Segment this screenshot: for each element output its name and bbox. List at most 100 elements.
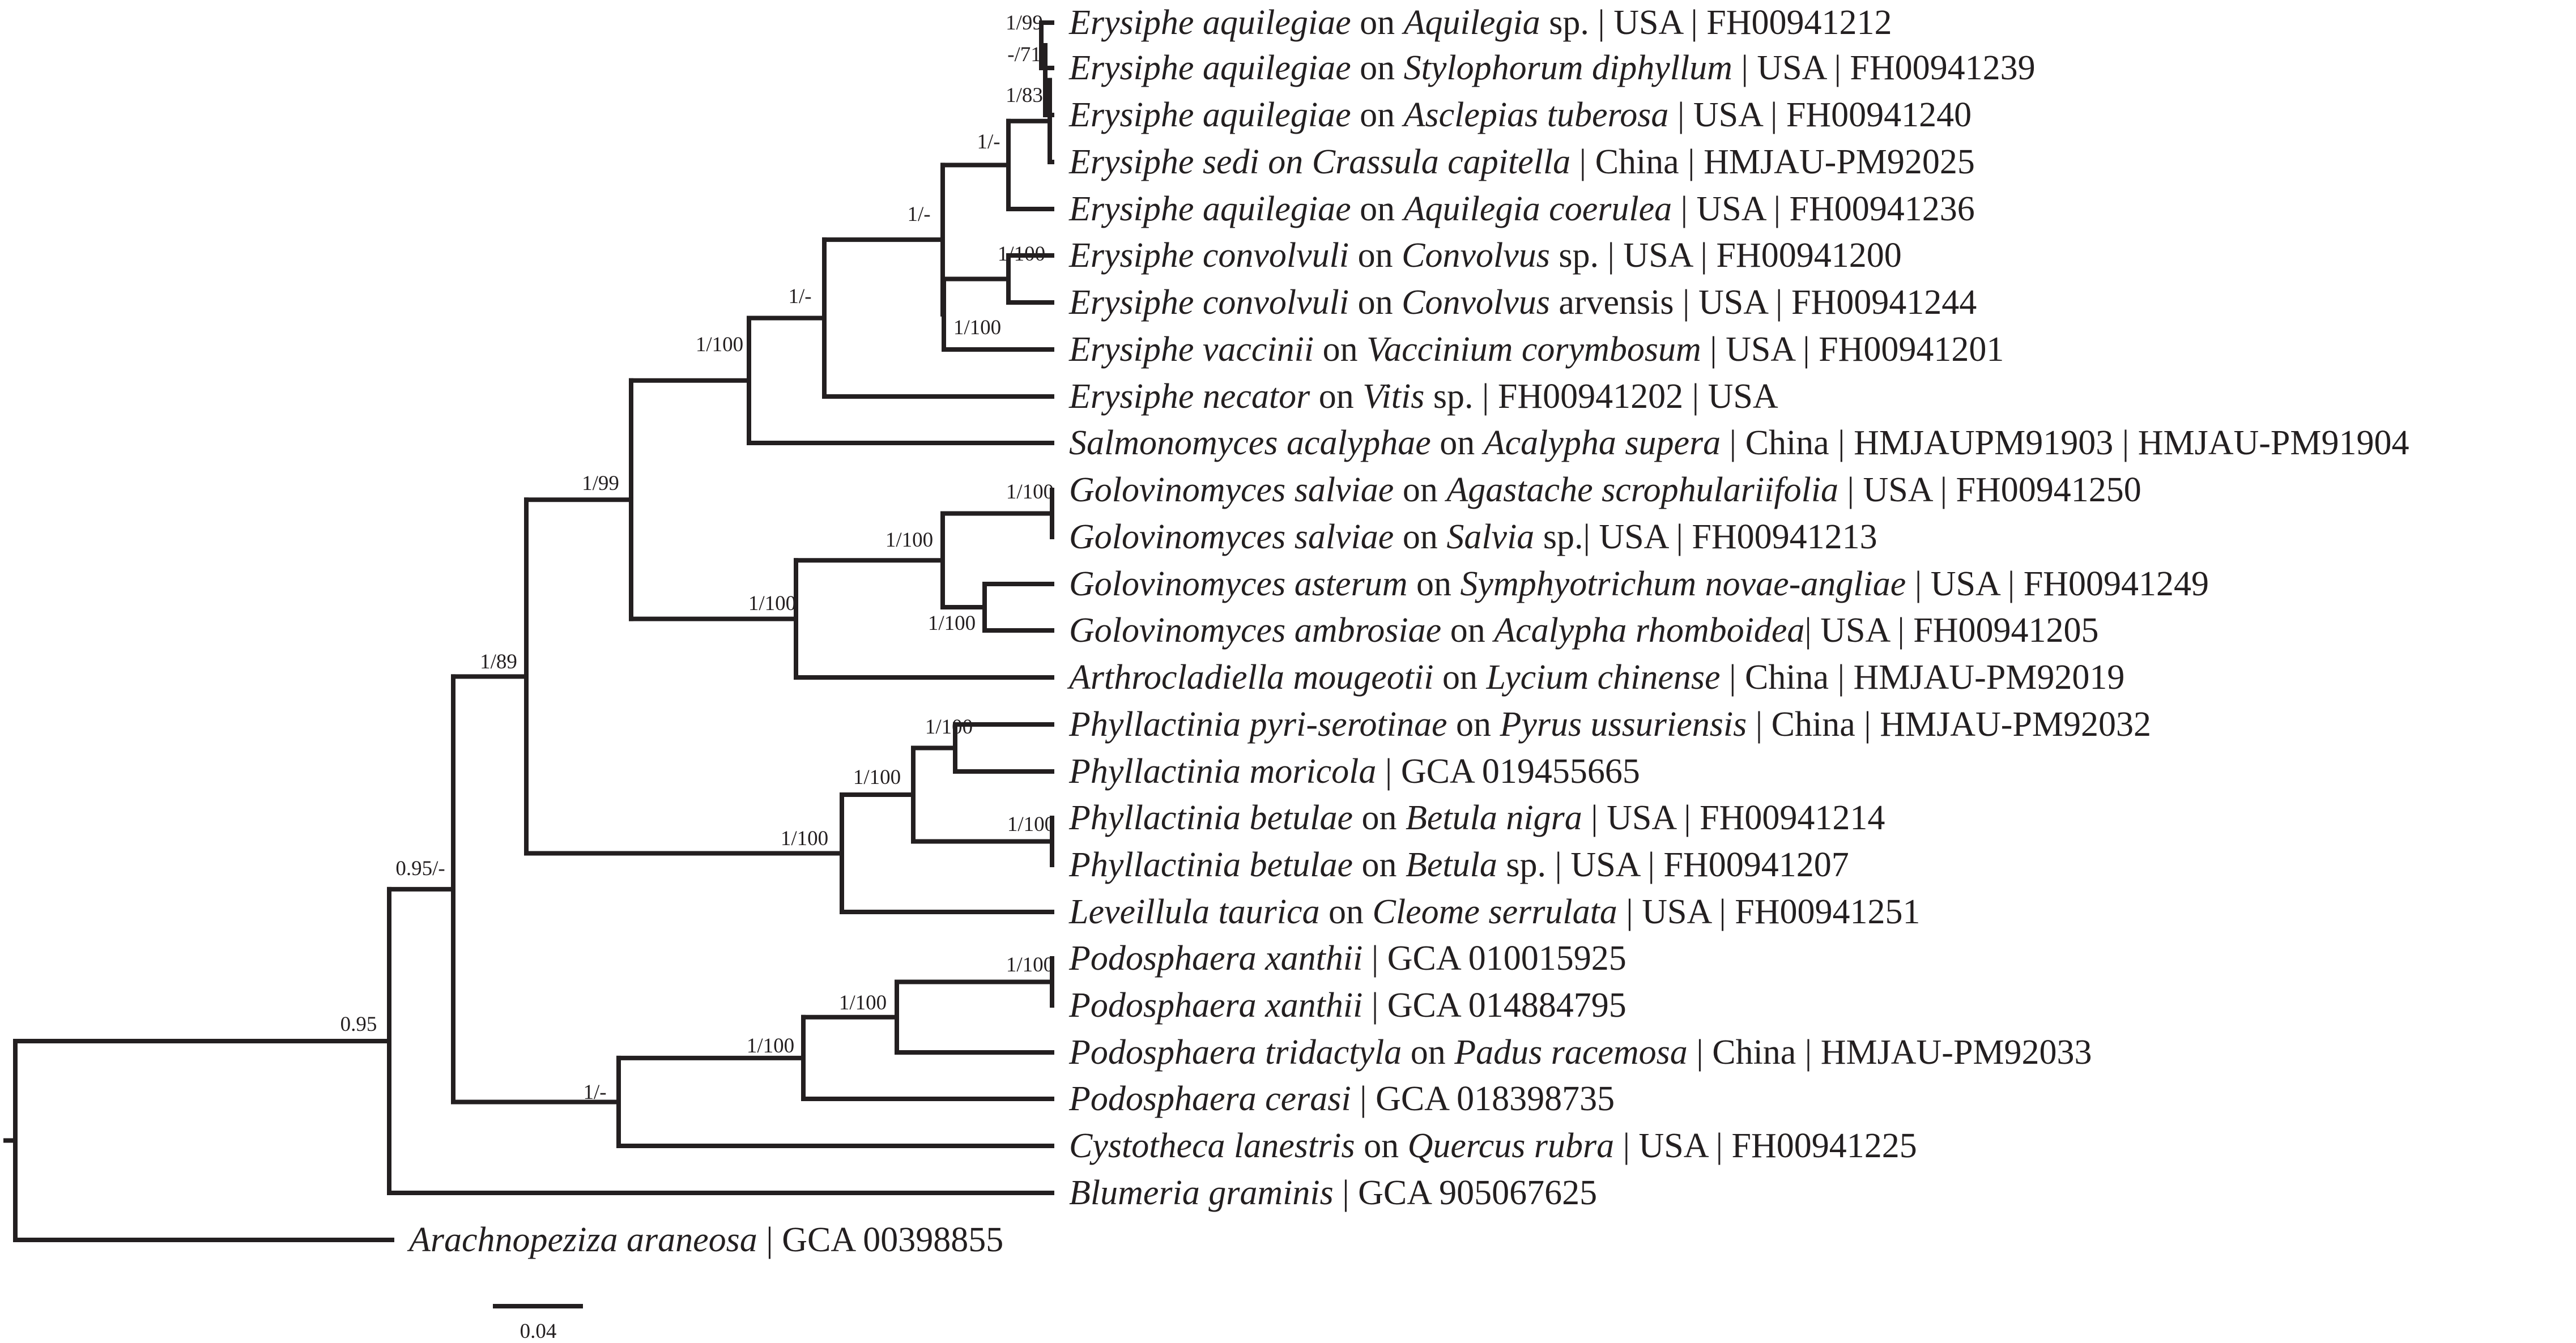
leaf-label-part: Agastache scrophulariifolia <box>1444 471 1838 509</box>
leaf-label: Leveillula taurica on Cleome serrulata |… <box>1068 893 1921 931</box>
leaf-label: Erysiphe aquilegiae on Aquilegia coerule… <box>1068 190 1975 228</box>
leaf-label-part: | China | HMJAU-PM92033 <box>1688 1033 2092 1072</box>
leaf-label: Cystotheca lanestris on Quercus rubra | … <box>1069 1127 1917 1165</box>
leaf-label-part: on <box>1351 49 1404 87</box>
support-value: 1/100 <box>998 242 1045 266</box>
leaf-label-part: Betula nigra <box>1406 799 1582 837</box>
support-value: 1/100 <box>696 333 743 356</box>
scale-bar: 0.04 <box>493 1304 583 1343</box>
support-value: 1/89 <box>480 650 517 673</box>
leaf-label-part: sp. | USA | FH00941200 <box>1550 236 1902 275</box>
leaf-label-part: Leveillula taurica <box>1068 893 1320 931</box>
leaf-label-part: Stylophorum diphyllum <box>1404 49 1732 87</box>
support-values: 0.950.95/-1/891/991/1001/-1/-1/-1/83-/71… <box>340 11 1055 1104</box>
leaf-label-part: | USA | FH00941214 <box>1582 799 1885 837</box>
leaf-label: Podosphaera xanthii | GCA 014884795 <box>1068 986 1627 1025</box>
leaf-label-part: on <box>1351 96 1404 134</box>
leaf-label: Golovinomyces ambrosiae on Acalypha rhom… <box>1069 611 2099 650</box>
leaf-label-part: Convolvus <box>1402 283 1550 322</box>
leaf-label-part: Arthrocladiella mougeotii <box>1067 658 1433 697</box>
support-value: 1/100 <box>781 827 828 850</box>
leaf-label-part: Vitis <box>1362 377 1424 416</box>
tree-branches <box>3 20 1054 1242</box>
leaf-label: Erysiphe aquilegiae on Aquilegia sp. | U… <box>1068 3 1892 42</box>
leaf-label-part: on <box>1402 1033 1454 1072</box>
leaf-label-part: Asclepias tuberosa <box>1402 96 1669 134</box>
leaf-label: Salmonomyces acalyphae on Acalypha super… <box>1069 424 2409 462</box>
support-value: 1/100 <box>885 528 933 552</box>
leaf-label-part: on <box>1320 893 1373 931</box>
leaf-label: Arthrocladiella mougeotii on Lycium chin… <box>1067 658 2124 697</box>
leaf-label-part: on <box>1355 1127 1408 1165</box>
leaf-label-part: | GCA 018398735 <box>1351 1080 1615 1118</box>
leaf-label-part: on <box>1441 611 1494 650</box>
leaf-label-part: | China | HMJAU-PM92025 <box>1570 143 1975 181</box>
leaf-label-part: | USA | FH00941250 <box>1838 471 2141 509</box>
leaf-label-part: on <box>1353 846 1406 884</box>
leaf-label: Phyllactinia betulae on Betula nigra | U… <box>1068 799 1885 837</box>
leaf-label-part: | China | HMJAUPM91903 | HMJAU-PM91904 <box>1721 424 2409 462</box>
leaf-label: Golovinomyces salviae on Agastache scrop… <box>1069 471 2141 509</box>
leaf-label-part: on <box>1349 283 1402 322</box>
leaf-label: Erysiphe aquilegiae on Stylophorum diphy… <box>1068 49 2036 87</box>
leaf-label-part: Golovinomyces asterum <box>1069 565 1407 603</box>
leaf-label-part: sp. | USA | FH00941207 <box>1497 846 1849 884</box>
support-value: 1/100 <box>1006 953 1054 977</box>
leaf-label-part: Erysiphe vaccinii <box>1068 330 1314 369</box>
leaf-label-part: Quercus rubra <box>1408 1127 1615 1165</box>
leaf-label-part: | USA | FH00941205 <box>1804 611 2098 650</box>
leaf-label-part: Golovinomyces salviae <box>1069 471 1394 509</box>
leaf-label-part: on <box>1353 799 1406 837</box>
leaf-label-part: on <box>1351 190 1404 228</box>
leaf-label-part: | GCA 00398855 <box>757 1221 1003 1259</box>
leaf-label-part: on <box>1310 377 1362 416</box>
leaf-label-part: Phyllactinia betulae <box>1068 799 1353 837</box>
leaf-label-part: Aquilegia <box>1402 3 1540 42</box>
leaf-label-part: Erysiphe convolvuli <box>1068 283 1349 322</box>
leaf-label-part: Erysiphe aquilegiae <box>1068 96 1351 134</box>
leaf-label-part: on <box>1394 471 1446 509</box>
leaf-label-part: Erysiphe aquilegiae <box>1068 3 1351 42</box>
leaf-label-part: | GCA 019455665 <box>1376 752 1640 791</box>
support-value: 1/100 <box>1006 480 1054 504</box>
leaf-label-part: Blumeria graminis <box>1069 1174 1334 1212</box>
leaf-label: Erysiphe vaccinii on Vaccinium corymbosu… <box>1068 330 2004 369</box>
support-value: 1/100 <box>953 316 1001 339</box>
leaf-label-part: | USA | FH00941201 <box>1701 330 2004 369</box>
leaf-label-part: sp. | USA | FH00941212 <box>1540 3 1892 42</box>
leaf-label-part: Phyllactinia moricola <box>1068 752 1376 791</box>
leaf-label-part: Erysiphe necator <box>1068 377 1310 416</box>
leaf-label-part: Golovinomyces salviae <box>1069 518 1394 556</box>
leaf-label-part: sp.| USA | FH00941213 <box>1534 518 1877 556</box>
support-value: -/71 <box>1007 43 1041 66</box>
leaf-label-part: Padus racemosa <box>1454 1033 1688 1072</box>
support-value: 1/100 <box>925 715 973 739</box>
scale-bar-label: 0.04 <box>520 1320 557 1343</box>
leaf-label: Phyllactinia betulae on Betula sp. | USA… <box>1068 846 1849 884</box>
leaf-label-part: Lycium chinense <box>1485 658 1720 697</box>
leaf-label-part: Convolvus <box>1402 236 1550 275</box>
leaf-label-part: Erysiphe aquilegiae <box>1068 49 1351 87</box>
leaf-label: Golovinomyces salviae on Salvia sp.| USA… <box>1069 518 1877 556</box>
leaf-labels: Erysiphe aquilegiae on Aquilegia sp. | U… <box>407 3 2409 1259</box>
leaf-label-part: Salmonomyces acalyphae <box>1069 424 1431 462</box>
leaf-label-part: on <box>1433 658 1486 697</box>
support-value: 1/83 <box>1006 84 1043 107</box>
leaf-label-part: Erysiphe convolvuli <box>1068 236 1349 275</box>
leaf-label-part: Arachnopeziza araneosa <box>407 1221 757 1259</box>
support-value: 1/- <box>788 285 811 308</box>
leaf-label-part: Erysiphe aquilegiae <box>1068 190 1351 228</box>
leaf-label-part: on <box>1407 565 1460 603</box>
leaf-label-part: Golovinomyces ambrosiae <box>1069 611 1441 650</box>
leaf-label: Arachnopeziza araneosa | GCA 00398855 <box>407 1221 1003 1259</box>
support-value: 1/100 <box>928 612 976 635</box>
leaf-label-part: | GCA 010015925 <box>1362 939 1626 978</box>
leaf-label-part: Cystotheca lanestris <box>1069 1127 1355 1165</box>
leaf-label-part: Podosphaera cerasi <box>1068 1080 1351 1118</box>
support-value: 0.95/- <box>395 857 445 880</box>
leaf-label-part: Cleome serrulata <box>1373 893 1617 931</box>
leaf-label-part: on <box>1447 705 1500 744</box>
leaf-label: Erysiphe convolvuli on Convolvus sp. | U… <box>1068 236 1902 275</box>
leaf-label-part: Phyllactinia betulae <box>1068 846 1353 884</box>
